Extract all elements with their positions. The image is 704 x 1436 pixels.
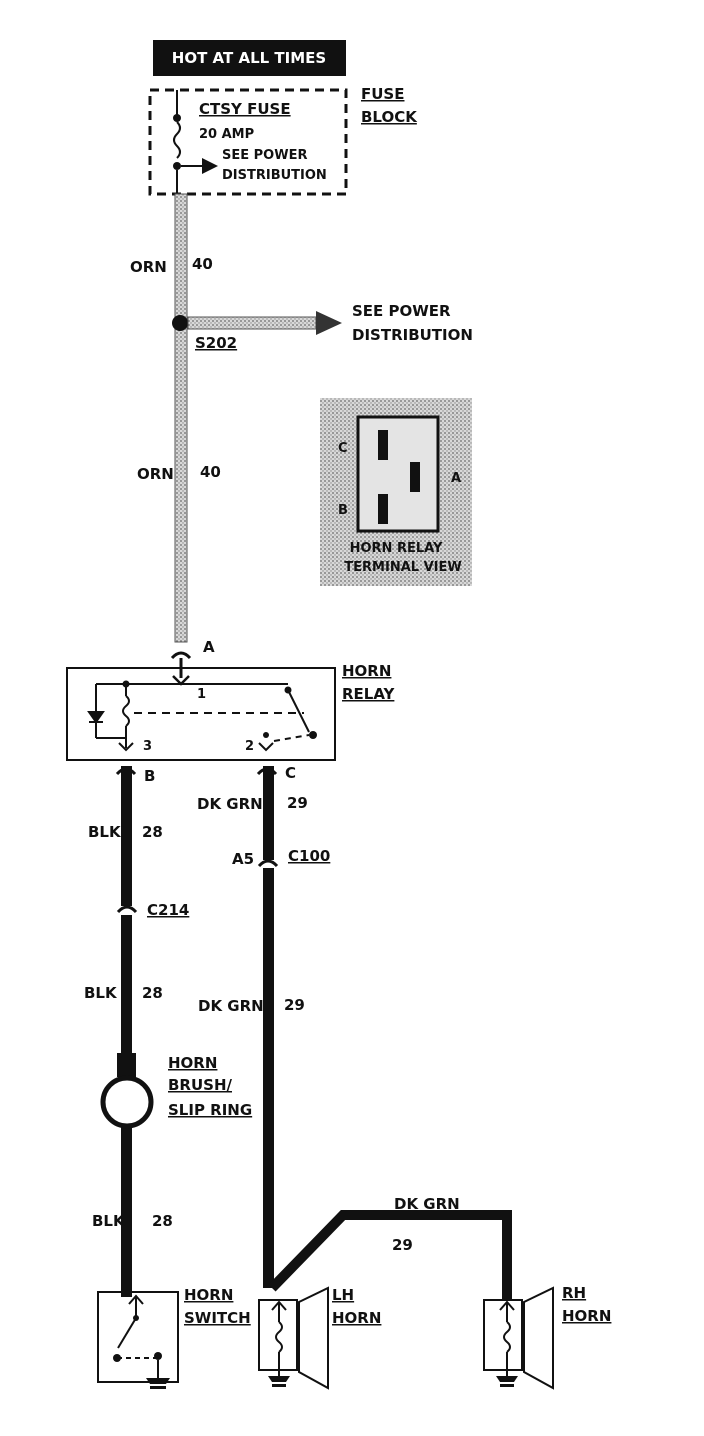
fuse-block-label-line1: FUSE [361,85,404,103]
lh-horn-label-line1: LH [332,1286,354,1304]
orn-wire [174,193,188,643]
horn-switch: HORN SWITCH [97,1286,251,1389]
switch-label-line2: SWITCH [184,1309,251,1327]
horn-icon [298,1286,329,1390]
relay-label-line2: RELAY [342,685,396,703]
ground-icon [496,1376,518,1382]
fuse-block-label-line2: BLOCK [361,108,418,126]
horn-relay-terminal-view: C A B HORN RELAY TERMINAL VIEW [320,398,472,586]
diode-icon [87,711,105,724]
splice-s202: S202 SEE POWER DISTRIBUTION [172,302,473,352]
splice-name: S202 [195,334,237,352]
rh-horn: RH HORN [483,1284,611,1390]
blk-wire [116,766,138,1297]
orn-wire-label-1: ORN [130,258,167,276]
horn-brush-slip-ring: HORN BRUSH/ SLIP RING [100,1053,252,1129]
connector-c100-label: C100 [288,847,330,865]
dkgrn-wire-number-3: 29 [392,1236,413,1254]
blk-wire-number-1: 28 [142,823,163,841]
lh-horn-label-line2: HORN [332,1309,381,1327]
connector-a-icon [170,651,192,660]
power-label: HOT AT ALL TIMES [172,49,326,67]
orn-wire-number-1: 40 [192,255,213,273]
brush-label-line3: SLIP RING [168,1101,252,1119]
fuse-name: CTSY FUSE [199,100,291,118]
terminal-view-line2: TERMINAL VIEW [344,560,461,575]
dkgrn-wire-number-2: 29 [284,996,305,1014]
dkgrn-wire [257,766,512,1300]
relay-pin-1: 1 [197,687,206,702]
horn-relay: 1 2 3 HORN RELAY [66,658,396,761]
ground-icon [146,1378,170,1384]
brush-label-line2: BRUSH/ [168,1076,233,1094]
rh-horn-label-line1: RH [562,1284,586,1302]
relay-label-line1: HORN [342,662,391,680]
brush-label-line1: HORN [168,1054,217,1072]
terminal-pin-b: B [338,503,348,518]
fuse-block: CTSY FUSE 20 AMP SEE POWER DISTRIBUTION … [148,85,418,196]
hot-at-all-times-badge: HOT AT ALL TIMES [153,40,346,76]
splice-dot [172,315,188,331]
lh-horn: LH HORN [258,1286,381,1390]
blk-wire-label-2: BLK [84,984,118,1002]
splice-see-line2: DISTRIBUTION [352,326,473,344]
connector-c214-label: C214 [147,901,189,919]
orn-wire-label-2: ORN [137,465,174,483]
terminal-view-line1: HORN RELAY [350,541,443,556]
blk-wire-label-3: BLK [92,1212,126,1230]
relay-connector-a: A [203,638,215,656]
horn-icon [523,1286,554,1390]
fuse-see-line1: SEE POWER [222,148,307,163]
blk-wire-label-1: BLK [88,823,122,841]
dkgrn-wire-label-3: DK GRN [394,1195,460,1213]
orn-wire-number-2: 40 [200,463,221,481]
relay-pin-2: 2 [245,739,254,754]
relay-coil-icon [122,695,130,727]
connector-c214-icon [116,905,138,914]
dkgrn-wire-label-2: DK GRN [198,997,264,1015]
relay-switch-contact [287,689,310,733]
connector-c100-icon [257,859,279,868]
relay-connector-b: B [144,767,155,785]
fuse-see-line2: DISTRIBUTION [222,168,327,183]
rh-horn-label-line2: HORN [562,1307,611,1325]
blk-wire-number-3: 28 [152,1212,173,1230]
terminal-pin-c: C [338,441,348,456]
connector-c100-pin: A5 [232,850,254,868]
relay-pin-3: 3 [143,739,152,754]
relay-connector-c: C [285,764,296,782]
splice-see-line1: SEE POWER [352,302,451,320]
dkgrn-wire-number-1: 29 [287,794,308,812]
slip-ring-icon [100,1075,154,1129]
switch-contact-icon [117,1317,137,1349]
dkgrn-wire-label-1: DK GRN [197,795,263,813]
ground-icon [268,1376,290,1382]
fuse-rating: 20 AMP [199,127,254,142]
arrow-right-icon [316,311,342,335]
switch-label-line1: HORN [184,1286,233,1304]
blk-wire-number-2: 28 [142,984,163,1002]
terminal-pin-a: A [451,471,461,486]
fuse-icon [173,121,181,159]
